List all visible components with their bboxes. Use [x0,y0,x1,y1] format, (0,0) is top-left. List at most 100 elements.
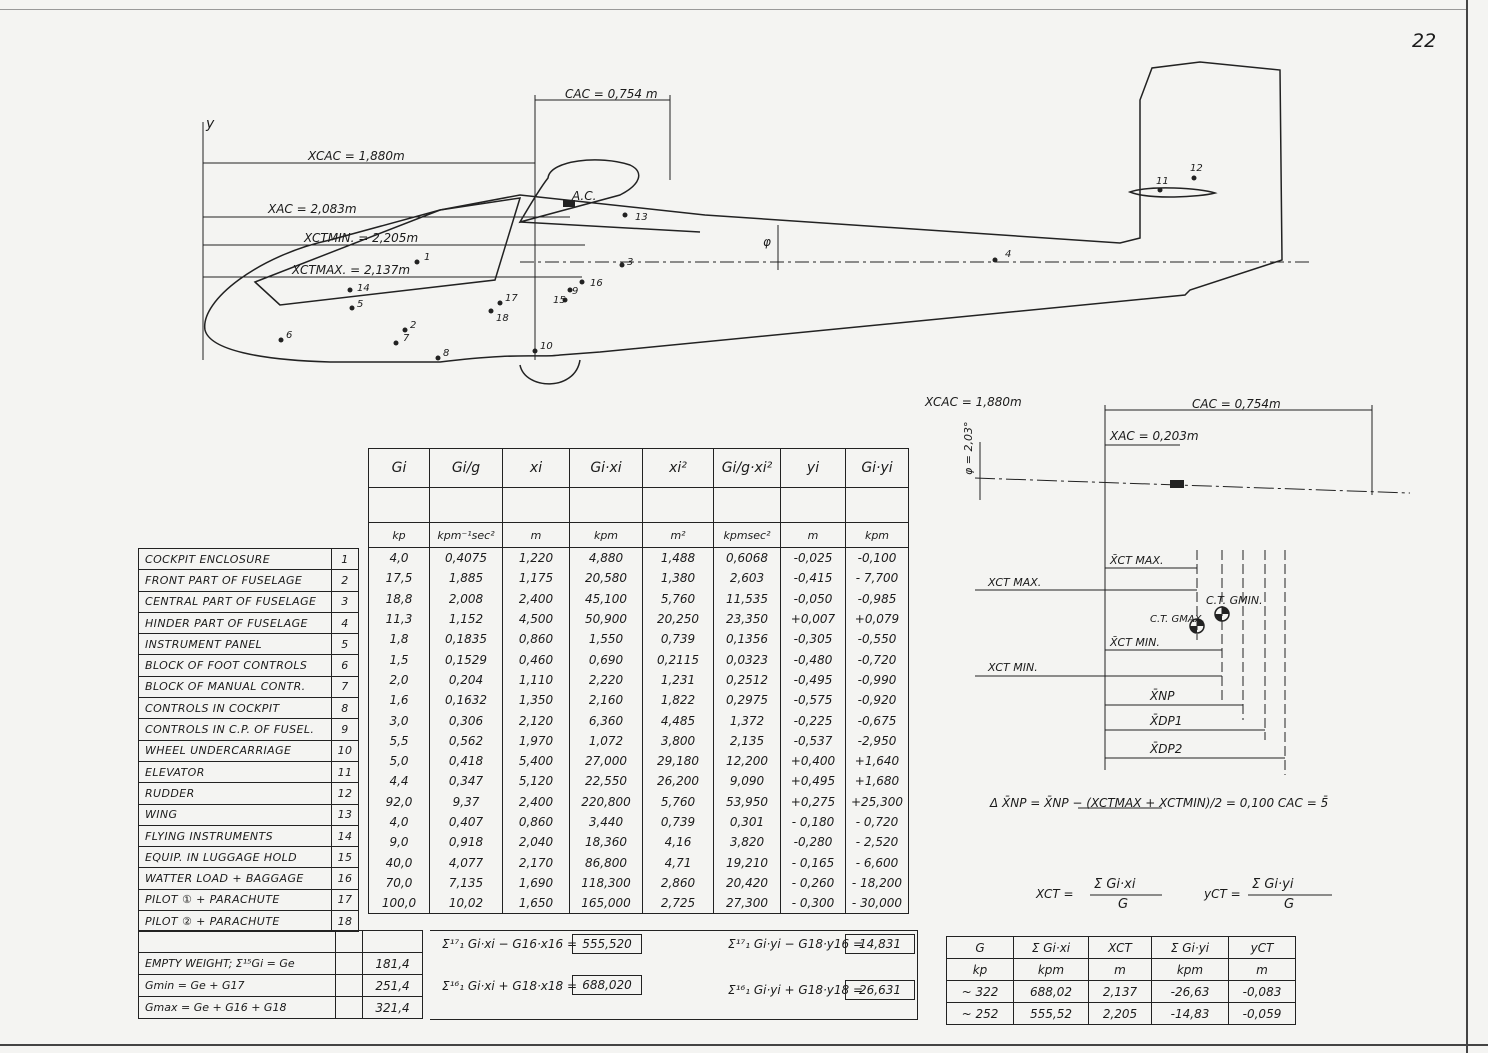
table-cell: 7,135 [429,872,503,894]
summary-value-gmin: 251,4 [362,974,423,997]
frame-top-line [0,9,1466,10]
unit-xi: m [502,522,570,548]
xct-formula-num: Σ Gi·xi [1094,877,1136,892]
point-label-18: 18 [496,313,509,324]
table-cell: 2,040 [502,832,570,853]
component-index: 10 [331,739,359,762]
point-label-1: 1 [424,252,430,263]
header-gi-g-xi2: Gi/g·xi² [713,448,781,488]
table-cell: - 0,720 [845,811,909,833]
component-name: FRONT PART OF FUSELAGE [138,569,332,592]
table-cell: 2,170 [502,852,570,873]
table-cell: 0,690 [569,649,643,670]
table-cell: -0,050 [780,588,846,609]
component-index: 17 [331,888,359,912]
table-cell: - 0,165 [780,852,846,873]
result-cell: ~ 252 [946,1002,1014,1025]
component-name: WING [138,803,332,826]
res-unit-yct: m [1228,958,1296,981]
table-cell: 1,6 [368,690,430,711]
table-cell: 4,880 [569,547,643,569]
table-cell: 4,0 [368,547,430,569]
point-label-3: 3 [627,257,633,268]
table-cell: -0,920 [845,690,909,711]
table-cell: 1,152 [429,608,503,630]
header-gi-xi: Gi·xi [569,448,643,488]
table-cell: 53,950 [713,791,781,812]
table-cell: 20,580 [569,568,643,589]
unit-xi2: m² [642,522,714,548]
yct-formula-den: G [1284,897,1295,912]
component-name: EQUIP. IN LUGGAGE HOLD [138,846,332,869]
res-unit-sum-giyi: kpm [1151,958,1229,981]
table-cell: 4,71 [642,852,714,873]
component-index: 13 [331,803,359,826]
table-cell: 1,550 [569,629,643,650]
frame-right-line [1466,0,1468,1053]
table-cell: -0,720 [845,649,909,670]
wd-ct-gmin-label: C.T. GMIN. [1206,594,1263,607]
wd-xnp-label: X̄NP [1149,689,1175,703]
result-cell: -0,083 [1228,980,1296,1003]
tail-profile [1127,187,1218,198]
component-index: 8 [331,697,359,720]
table-cell: 45,100 [569,588,643,609]
table-cell: +0,275 [780,791,846,812]
table-cell: 26,200 [642,771,714,792]
table-cell: 1,650 [502,893,570,915]
table-cell: 1,380 [642,568,714,589]
table-cell: +0,007 [780,608,846,630]
table-cell: 50,900 [569,608,643,630]
result-cell: ~ 322 [946,980,1014,1003]
table-cell: 0,301 [713,811,781,833]
table-cell: 70,0 [368,872,430,894]
table-cell: 2,120 [502,710,570,731]
component-name: INSTRUMENT PANEL [138,633,332,656]
table-cell: 27,000 [569,750,643,772]
table-cell: -0,537 [780,730,846,751]
component-index: 9 [331,718,359,741]
table-cell: 0,739 [642,811,714,833]
table-cell: 1,372 [713,710,781,731]
table-cell: 0,306 [429,710,503,731]
point-label-6: 6 [286,330,292,341]
table-cell: 0,204 [429,669,503,691]
table-cell: - 7,700 [845,568,909,589]
table-cell: 5,5 [368,730,430,751]
result-cell: -14,83 [1151,1002,1229,1025]
table-cell: 0,407 [429,811,503,833]
xctmax-label: XCTMAX. = 2,137m [291,263,410,277]
table-cell: - 2,520 [845,832,909,853]
table-cell: 1,175 [502,568,570,589]
yct-formula-num: Σ Gi·yi [1252,877,1294,892]
table-cell: 2,160 [569,690,643,711]
fuselage-outline [204,61,1283,363]
result-cell: -26,63 [1151,980,1229,1003]
point-label-17: 17 [505,293,518,304]
point-label-15: 15 [553,295,566,306]
yct-formula-label: yCT = [1204,887,1241,901]
point-label-8: 8 [443,348,449,359]
table-cell: 4,4 [368,771,430,792]
sum-formula-1: Σ¹⁷₁ Gi·xi − G16·x16 = [442,937,578,951]
table-cell: 165,000 [569,893,643,915]
table-cell: 1,072 [569,730,643,751]
table-cell: 4,0 [368,811,430,833]
component-index: 5 [331,633,359,656]
table-cell: 0,460 [502,649,570,670]
table-cell: -0,305 [780,629,846,650]
component-name: PILOT ② + PARACHUTE [138,910,332,933]
